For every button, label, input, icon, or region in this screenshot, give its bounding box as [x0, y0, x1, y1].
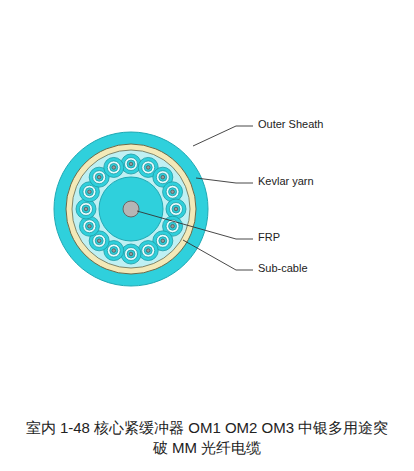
- outer-sheath: [54, 132, 208, 286]
- sub-cable-ring: [121, 154, 141, 174]
- sub-cable-ring: [76, 199, 96, 219]
- sub-cable-ring: [156, 171, 169, 184]
- frp-label: FRP: [258, 231, 280, 244]
- sub-cable-ring: [110, 163, 118, 171]
- sub-cable-ring: [125, 248, 138, 261]
- sub-cable-ring: [85, 222, 93, 230]
- sub-cable-ring: [144, 163, 152, 171]
- sub-cable-ring: [84, 207, 88, 211]
- sub-cable-ring: [125, 158, 138, 171]
- inner-fill: [72, 150, 190, 268]
- sub-cable-ring: [171, 190, 175, 194]
- sub-cable-ring: [104, 157, 124, 177]
- sub-cable-ring: [80, 203, 93, 216]
- sub-cable-ring: [146, 166, 150, 170]
- kevlar-label: Kevlar yarn: [258, 175, 314, 188]
- central-member: [99, 177, 163, 241]
- sub-cable-ring: [83, 185, 96, 198]
- sub-cable-ring: [127, 160, 135, 168]
- sub-cable-ring: [174, 207, 178, 211]
- leader-line: [193, 126, 253, 146]
- sub-cable-ring: [85, 188, 93, 196]
- sub-cable-ring: [97, 175, 101, 179]
- sub-cable-ring: [79, 216, 99, 236]
- sub-cable-ring: [93, 234, 106, 247]
- sub-cable-ring: [166, 185, 179, 198]
- sub-cable-ring: [110, 247, 118, 255]
- sub-cable-ring: [161, 239, 165, 243]
- leader-lines: [137, 126, 253, 270]
- kevlar-yarn: [66, 144, 196, 274]
- sub-cable-ring: [88, 224, 92, 228]
- sub-cable-ring: [169, 188, 177, 196]
- sub-cable-ring: [159, 173, 167, 181]
- sub-cable-ring: [144, 247, 152, 255]
- sub-cable-ring: [95, 237, 103, 245]
- leader-line: [137, 211, 253, 239]
- sub-cable-ring: [169, 222, 177, 230]
- sub-cables: [76, 154, 186, 264]
- leader-line: [183, 240, 253, 270]
- sub-cable-ring: [161, 175, 165, 179]
- outer-sheath-label: Outer Sheath: [258, 118, 323, 131]
- sub-cable-ring: [107, 161, 120, 174]
- sub-cable-ring: [142, 161, 155, 174]
- sub-cable-ring: [112, 166, 116, 170]
- sub-cable-ring: [156, 234, 169, 247]
- sub-cable-ring: [146, 249, 150, 253]
- sub-cable-ring: [97, 239, 101, 243]
- leader-line: [196, 178, 253, 183]
- sub-cable-label: Sub-cable: [258, 262, 308, 275]
- sub-cable-ring: [138, 241, 158, 261]
- sub-cable-ring: [129, 252, 133, 256]
- sub-cable-ring: [142, 244, 155, 257]
- sub-cable-ring: [166, 199, 186, 219]
- sub-cable-ring: [95, 173, 103, 181]
- sub-cable-ring: [127, 250, 135, 258]
- sub-cable-ring: [83, 220, 96, 233]
- sub-cable-ring: [93, 171, 106, 184]
- sub-cable-ring: [88, 190, 92, 194]
- sub-cable-ring: [107, 244, 120, 257]
- sub-cable-ring: [112, 249, 116, 253]
- sub-cable-ring: [129, 162, 133, 166]
- sub-cable-ring: [121, 244, 141, 264]
- sub-cable-ring: [163, 182, 183, 202]
- sub-cable-ring: [166, 220, 179, 233]
- caption: 室内 1-48 核心紧缓冲器 OM1 OM2 OM3 中银多用途突破 MM 光纤…: [22, 418, 392, 458]
- sub-cable-ring: [82, 205, 90, 213]
- sub-cable-ring: [159, 237, 167, 245]
- sub-cable-ring: [170, 203, 183, 216]
- sub-cable-ring: [171, 224, 175, 228]
- sub-cable-ring: [172, 205, 180, 213]
- frp-rod: [123, 201, 139, 217]
